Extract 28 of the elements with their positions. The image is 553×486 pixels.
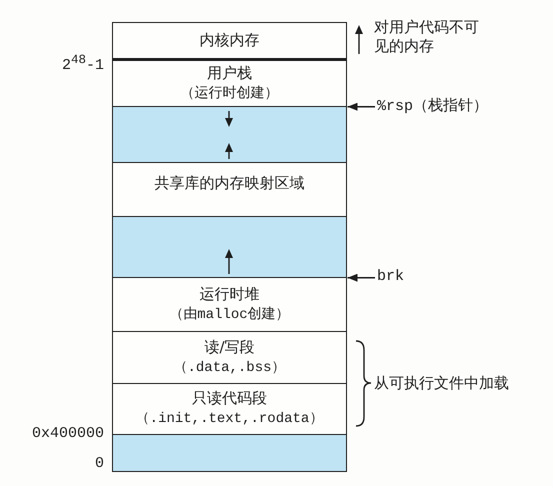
segment-detail: （.data,.bss） — [173, 358, 286, 378]
annotation-text: 从可执行文件中加载 — [374, 373, 509, 393]
segment-name: 只读代码段 — [192, 388, 267, 410]
segment-name: 内核内存 — [200, 30, 260, 51]
memory-segment — [112, 22, 347, 62]
shaded-region — [112, 216, 347, 278]
address-label: 0 — [94, 454, 104, 474]
segment-detail: （运行时创建） — [180, 84, 278, 104]
segment-name: 用户栈 — [207, 62, 252, 84]
segment-detail: （.init,.text,.rodata） — [136, 410, 324, 430]
memory-segment — [112, 383, 347, 436]
segment-detail: （由malloc创建） — [169, 306, 290, 325]
pointer-arrow — [348, 102, 375, 111]
address-label: 0x400000 — [32, 424, 104, 444]
annotation-text: 对用户代码不可见的内存 — [374, 18, 480, 56]
pointer-label: %rsp（栈指针） — [377, 97, 488, 117]
memory-segment — [112, 331, 347, 384]
pointer-label: brk — [377, 267, 404, 287]
pointer-arrow — [348, 274, 375, 282]
memory-segment — [112, 60, 347, 108]
memory-segment — [112, 162, 347, 218]
memory-segment — [112, 277, 347, 332]
shaded-region — [112, 106, 347, 164]
segment-name: 运行时堆 — [200, 284, 260, 305]
segment-name: 读/写段 — [204, 336, 255, 358]
address-label: 2$^{48}$-1 — [62, 52, 104, 76]
segment-name: 共享库的内存映射区域 — [154, 173, 304, 194]
shaded-region — [112, 434, 347, 472]
